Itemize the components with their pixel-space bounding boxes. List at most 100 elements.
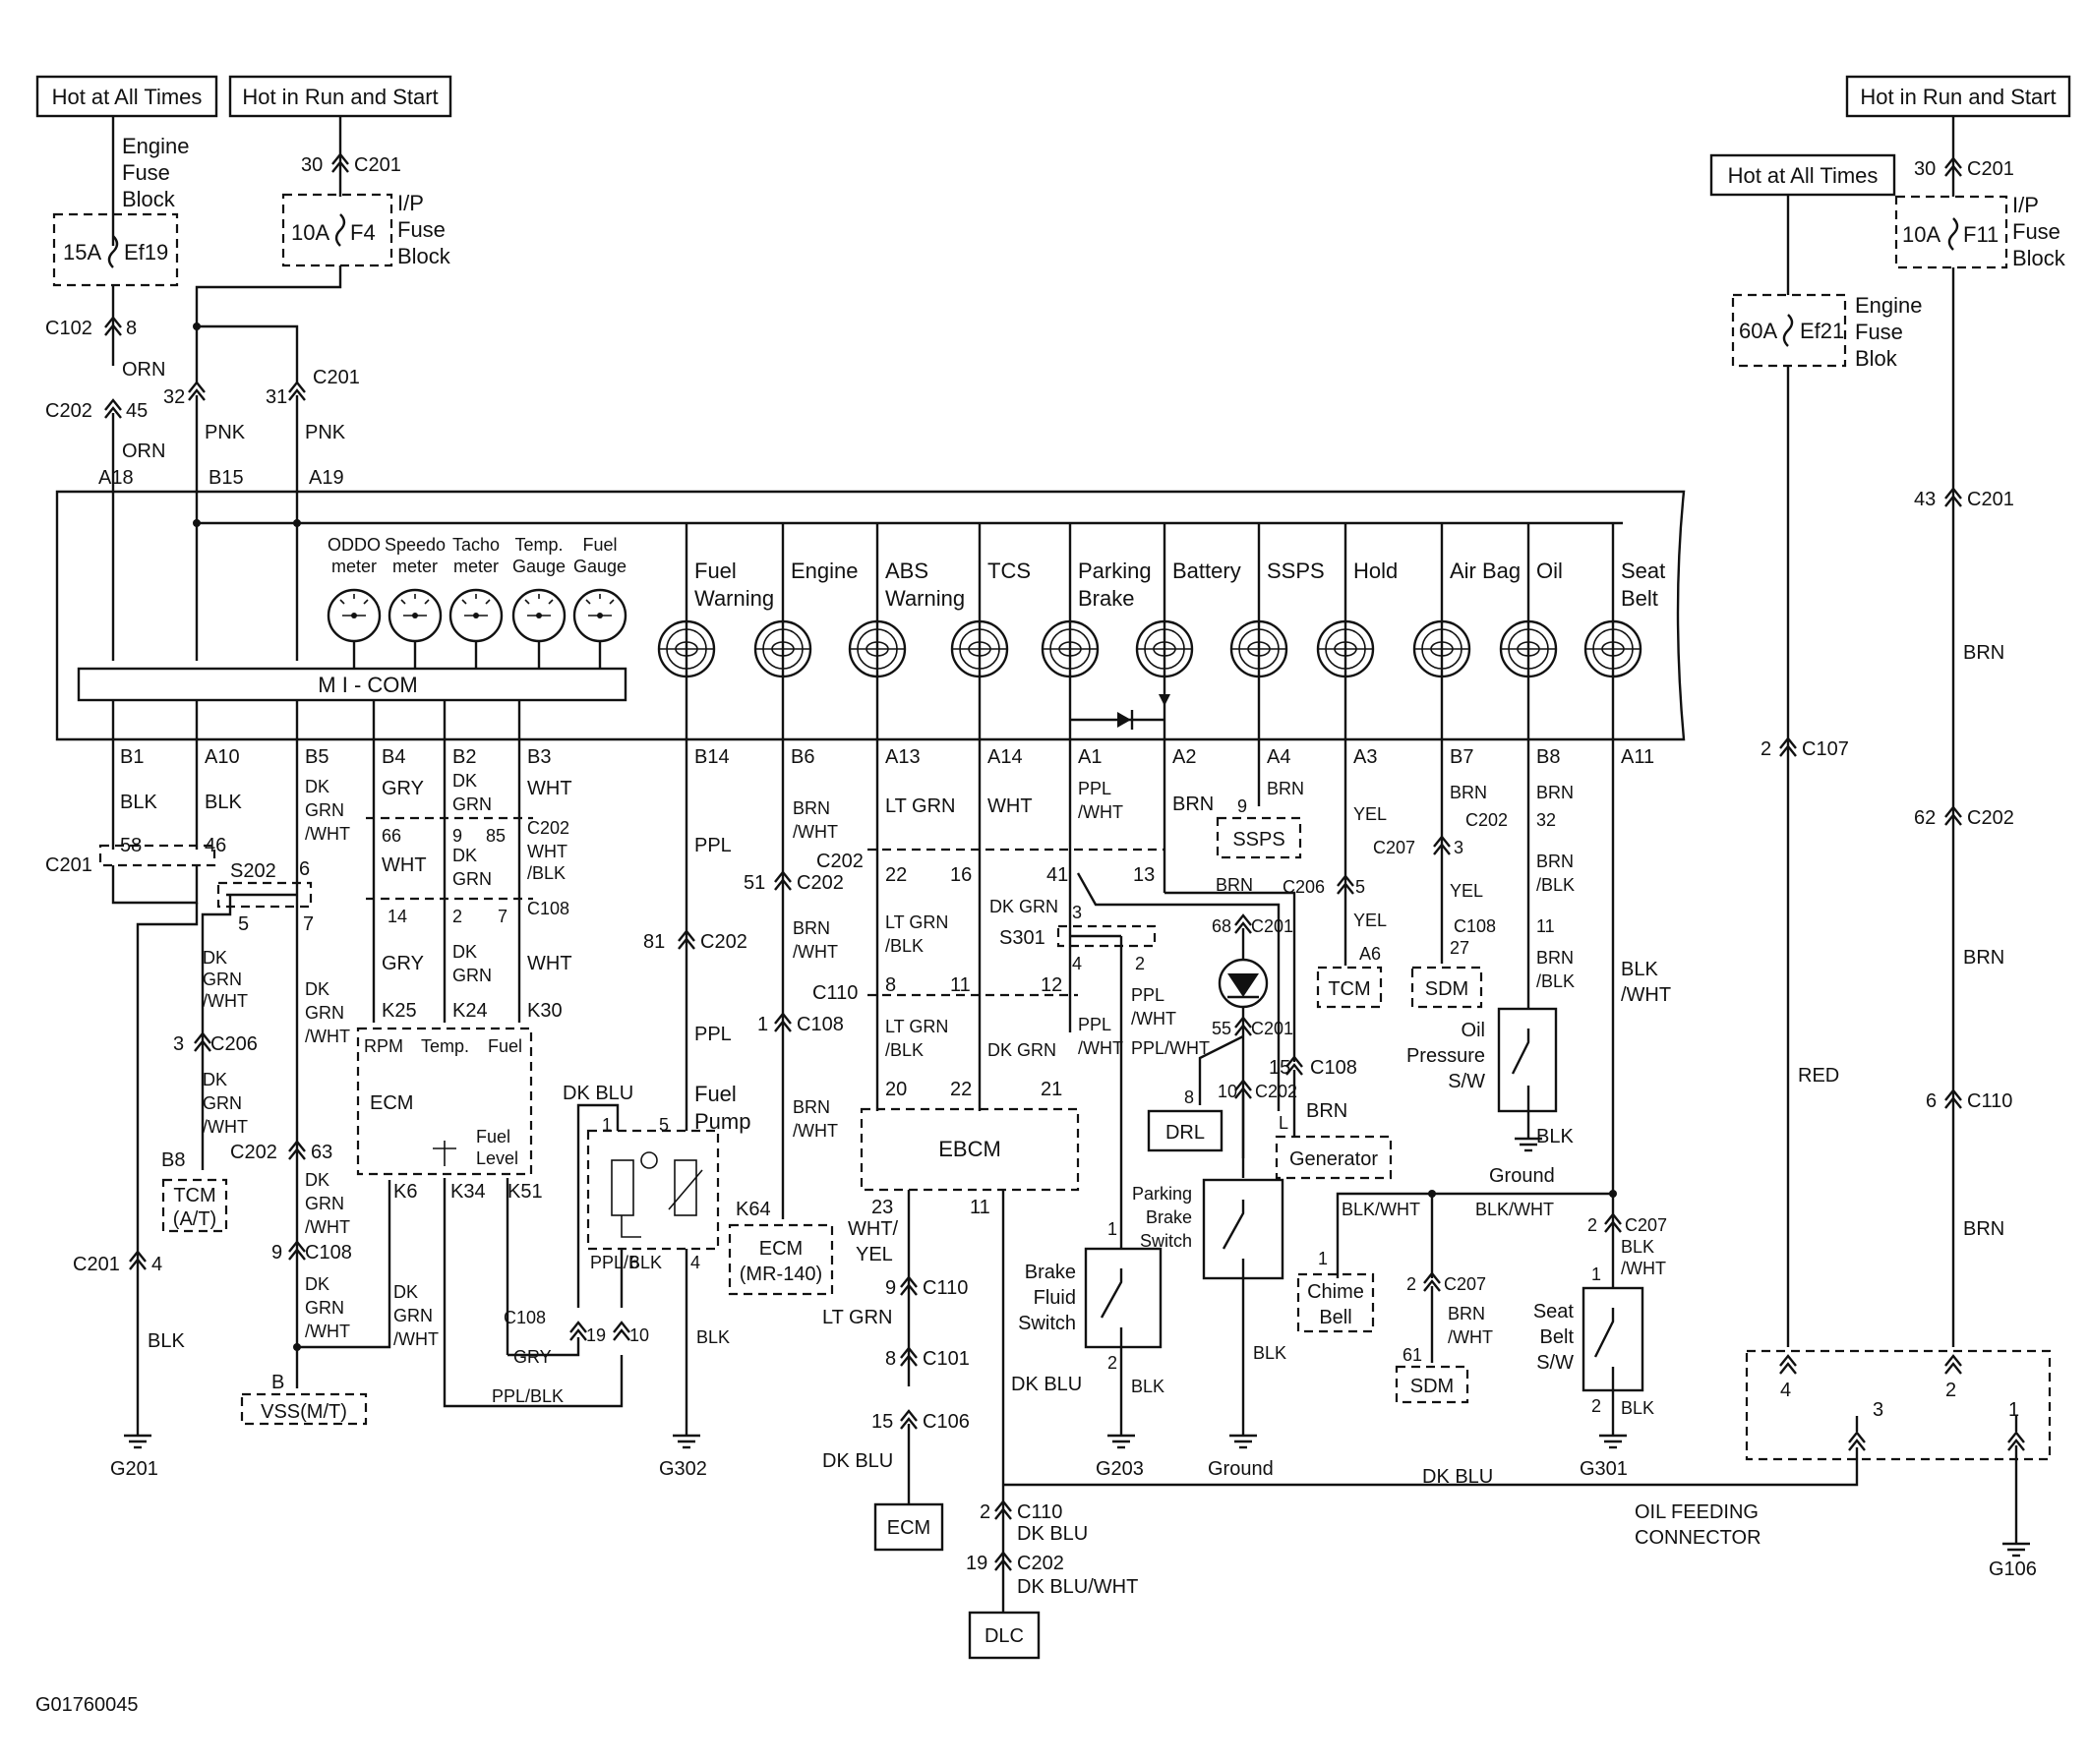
svg-text:DK BLU: DK BLU (1017, 1523, 1088, 1545)
svg-text:BRN: BRN (793, 1097, 830, 1117)
svg-text:DK BLU: DK BLU (563, 1083, 633, 1104)
svg-text:9: 9 (885, 1277, 896, 1299)
svg-text:16: 16 (950, 864, 972, 886)
svg-text:GRN: GRN (452, 966, 492, 985)
svg-text:WHT: WHT (527, 842, 567, 861)
svg-text:Blok: Blok (1855, 346, 1898, 371)
svg-text:BRN: BRN (1963, 642, 2004, 664)
svg-text:Brake: Brake (1146, 1207, 1192, 1227)
svg-text:Engine: Engine (1855, 293, 1923, 318)
hot-at-all-times-label-right: Hot at All Times (1709, 153, 1896, 197)
svg-text:K34: K34 (450, 1181, 486, 1203)
svg-text:WHT/: WHT/ (848, 1218, 899, 1240)
svg-text:WHT: WHT (382, 854, 427, 876)
svg-text:63: 63 (311, 1142, 332, 1163)
svg-text:41: 41 (1046, 864, 1068, 886)
svg-text:Tacho: Tacho (452, 535, 500, 555)
svg-text:VSS(M/T): VSS(M/T) (261, 1401, 347, 1423)
svg-text:43: 43 (1914, 489, 1936, 510)
svg-text:4: 4 (690, 1253, 700, 1272)
svg-text:C207: C207 (1625, 1215, 1667, 1235)
svg-text:WHT: WHT (527, 953, 572, 974)
svg-text:32: 32 (163, 386, 185, 408)
svg-text:/WHT: /WHT (203, 1117, 248, 1137)
svg-text:BLK: BLK (120, 792, 157, 813)
svg-text:DRL: DRL (1165, 1122, 1205, 1144)
svg-text:60A: 60A (1739, 319, 1777, 343)
svg-text:ORN: ORN (122, 359, 165, 381)
svg-text:DK: DK (452, 771, 477, 791)
svg-text:Hot in Run and Start: Hot in Run and Start (1860, 85, 2056, 109)
svg-text:meter: meter (392, 557, 438, 576)
svg-text:DK: DK (203, 948, 227, 968)
svg-text:PPL: PPL (1078, 779, 1111, 798)
svg-text:LT GRN: LT GRN (885, 1017, 948, 1036)
svg-text:B14: B14 (694, 746, 730, 768)
svg-text:/WHT: /WHT (305, 1217, 350, 1237)
svg-text:GRN: GRN (452, 869, 492, 889)
svg-text:55: 55 (1212, 1019, 1231, 1038)
svg-text:Fluid: Fluid (1034, 1287, 1076, 1309)
svg-text:23: 23 (871, 1197, 893, 1218)
svg-text:A2: A2 (1172, 746, 1196, 768)
svg-text:1: 1 (757, 1014, 768, 1035)
svg-text:BRN: BRN (1216, 875, 1253, 895)
svg-text:SDM: SDM (1425, 978, 1468, 1000)
svg-text:Brake: Brake (1078, 586, 1134, 611)
ecm-module: RPM Temp. Fuel ECM Fuel Level (356, 1027, 533, 1176)
svg-text:meter: meter (453, 557, 499, 576)
svg-text:21: 21 (1041, 1079, 1062, 1100)
gauge-fuel: Fuel Gauge (572, 535, 627, 669)
svg-text:C102: C102 (45, 318, 92, 339)
svg-text:8: 8 (885, 1348, 896, 1370)
svg-text:B4: B4 (382, 746, 405, 768)
svg-text:Ef21: Ef21 (1800, 319, 1844, 343)
svg-text:20: 20 (885, 1079, 907, 1100)
svg-text:Oil: Oil (1462, 1020, 1485, 1041)
svg-text:GRY: GRY (382, 778, 424, 799)
svg-text:RPM: RPM (364, 1036, 403, 1056)
svg-text:G301: G301 (1580, 1458, 1628, 1480)
svg-text:ODDO: ODDO (328, 535, 381, 555)
svg-text:C206: C206 (210, 1033, 258, 1055)
svg-text:46: 46 (205, 835, 226, 856)
svg-text:5: 5 (659, 1115, 669, 1135)
svg-text:58: 58 (120, 835, 142, 856)
svg-text:DK BLU: DK BLU (822, 1450, 893, 1472)
drl-module: DRL (1147, 1109, 1224, 1152)
svg-text:3: 3 (1454, 838, 1463, 857)
svg-text:ECM: ECM (759, 1238, 803, 1260)
lamp-fuel-warning: Fuel Warning (657, 523, 774, 739)
svg-text:TCM: TCM (173, 1185, 215, 1206)
svg-text:C110: C110 (1967, 1090, 2012, 1112)
svg-text:32: 32 (1536, 810, 1556, 830)
svg-text:B8: B8 (161, 1149, 185, 1171)
svg-text:Air Bag: Air Bag (1450, 559, 1521, 583)
svg-text:(A/T): (A/T) (173, 1208, 216, 1230)
svg-text:C202: C202 (1967, 807, 2014, 829)
lamp-seat-belt: Seat Belt (1583, 523, 1665, 739)
svg-text:PPL/WHT: PPL/WHT (1131, 1038, 1210, 1058)
svg-text:4: 4 (1780, 1380, 1791, 1401)
svg-text:Ef19: Ef19 (124, 240, 168, 265)
lamp-battery: Battery (1135, 523, 1241, 739)
svg-text:Gauge: Gauge (573, 557, 627, 576)
brake-fluid-switch: Brake Fluid Switch (1018, 1247, 1163, 1349)
svg-text:Block: Block (2012, 246, 2066, 270)
svg-text:K25: K25 (382, 1000, 417, 1022)
svg-text:BRN: BRN (1306, 1100, 1347, 1122)
svg-text:Hot at All Times: Hot at All Times (52, 85, 203, 109)
svg-text:Fuse: Fuse (397, 217, 446, 242)
svg-text:A14: A14 (987, 746, 1023, 768)
svg-text:S301: S301 (999, 927, 1045, 949)
svg-text:G106: G106 (1989, 1558, 2037, 1580)
svg-text:ORN: ORN (122, 441, 165, 462)
svg-text:C108: C108 (797, 1014, 844, 1035)
instrument-cluster: A18 B15 A19 M I - COM (55, 467, 1686, 741)
svg-text:DK GRN: DK GRN (989, 897, 1058, 916)
svg-text:15A: 15A (63, 240, 101, 265)
fuel-pump-assembly: DK BLU 1 5 PPL/BLK 6 4 BLK G302 (563, 1083, 730, 1480)
svg-text:PPL: PPL (694, 835, 732, 856)
svg-text:/WHT: /WHT (1131, 1009, 1176, 1029)
